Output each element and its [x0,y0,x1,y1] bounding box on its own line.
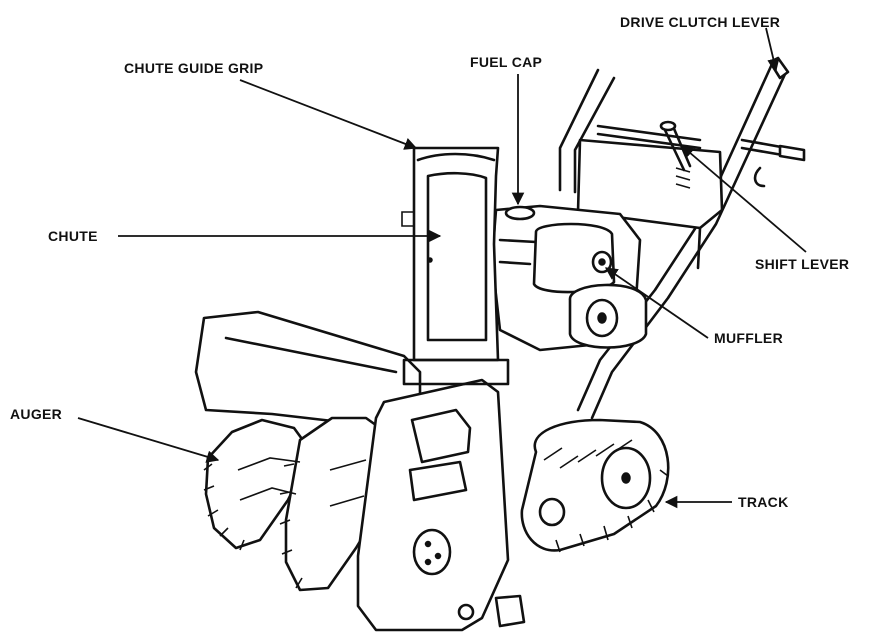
leader-lines [77,27,807,509]
track-shape [520,418,670,553]
label-fuel-cap: FUEL CAP [470,54,543,70]
fuel-cap-shape [504,205,536,221]
label-auger: AUGER [10,406,63,422]
label-drive-clutch-lever: DRIVE CLUTCH LEVER [620,14,781,30]
label-track: TRACK [738,494,789,510]
recoil-cover [568,283,648,349]
label-chute-guide-grip: CHUTE GUIDE GRIP [124,60,264,76]
drive-clutch-lever [740,138,806,188]
muffler-shape [532,222,616,294]
chute-shape [401,146,510,386]
side-plate [356,378,526,632]
label-chute: CHUTE [48,228,98,244]
label-muffler: MUFFLER [714,330,783,346]
shift-lever [659,120,692,172]
label-shift-lever: SHIFT LEVER [755,256,850,272]
